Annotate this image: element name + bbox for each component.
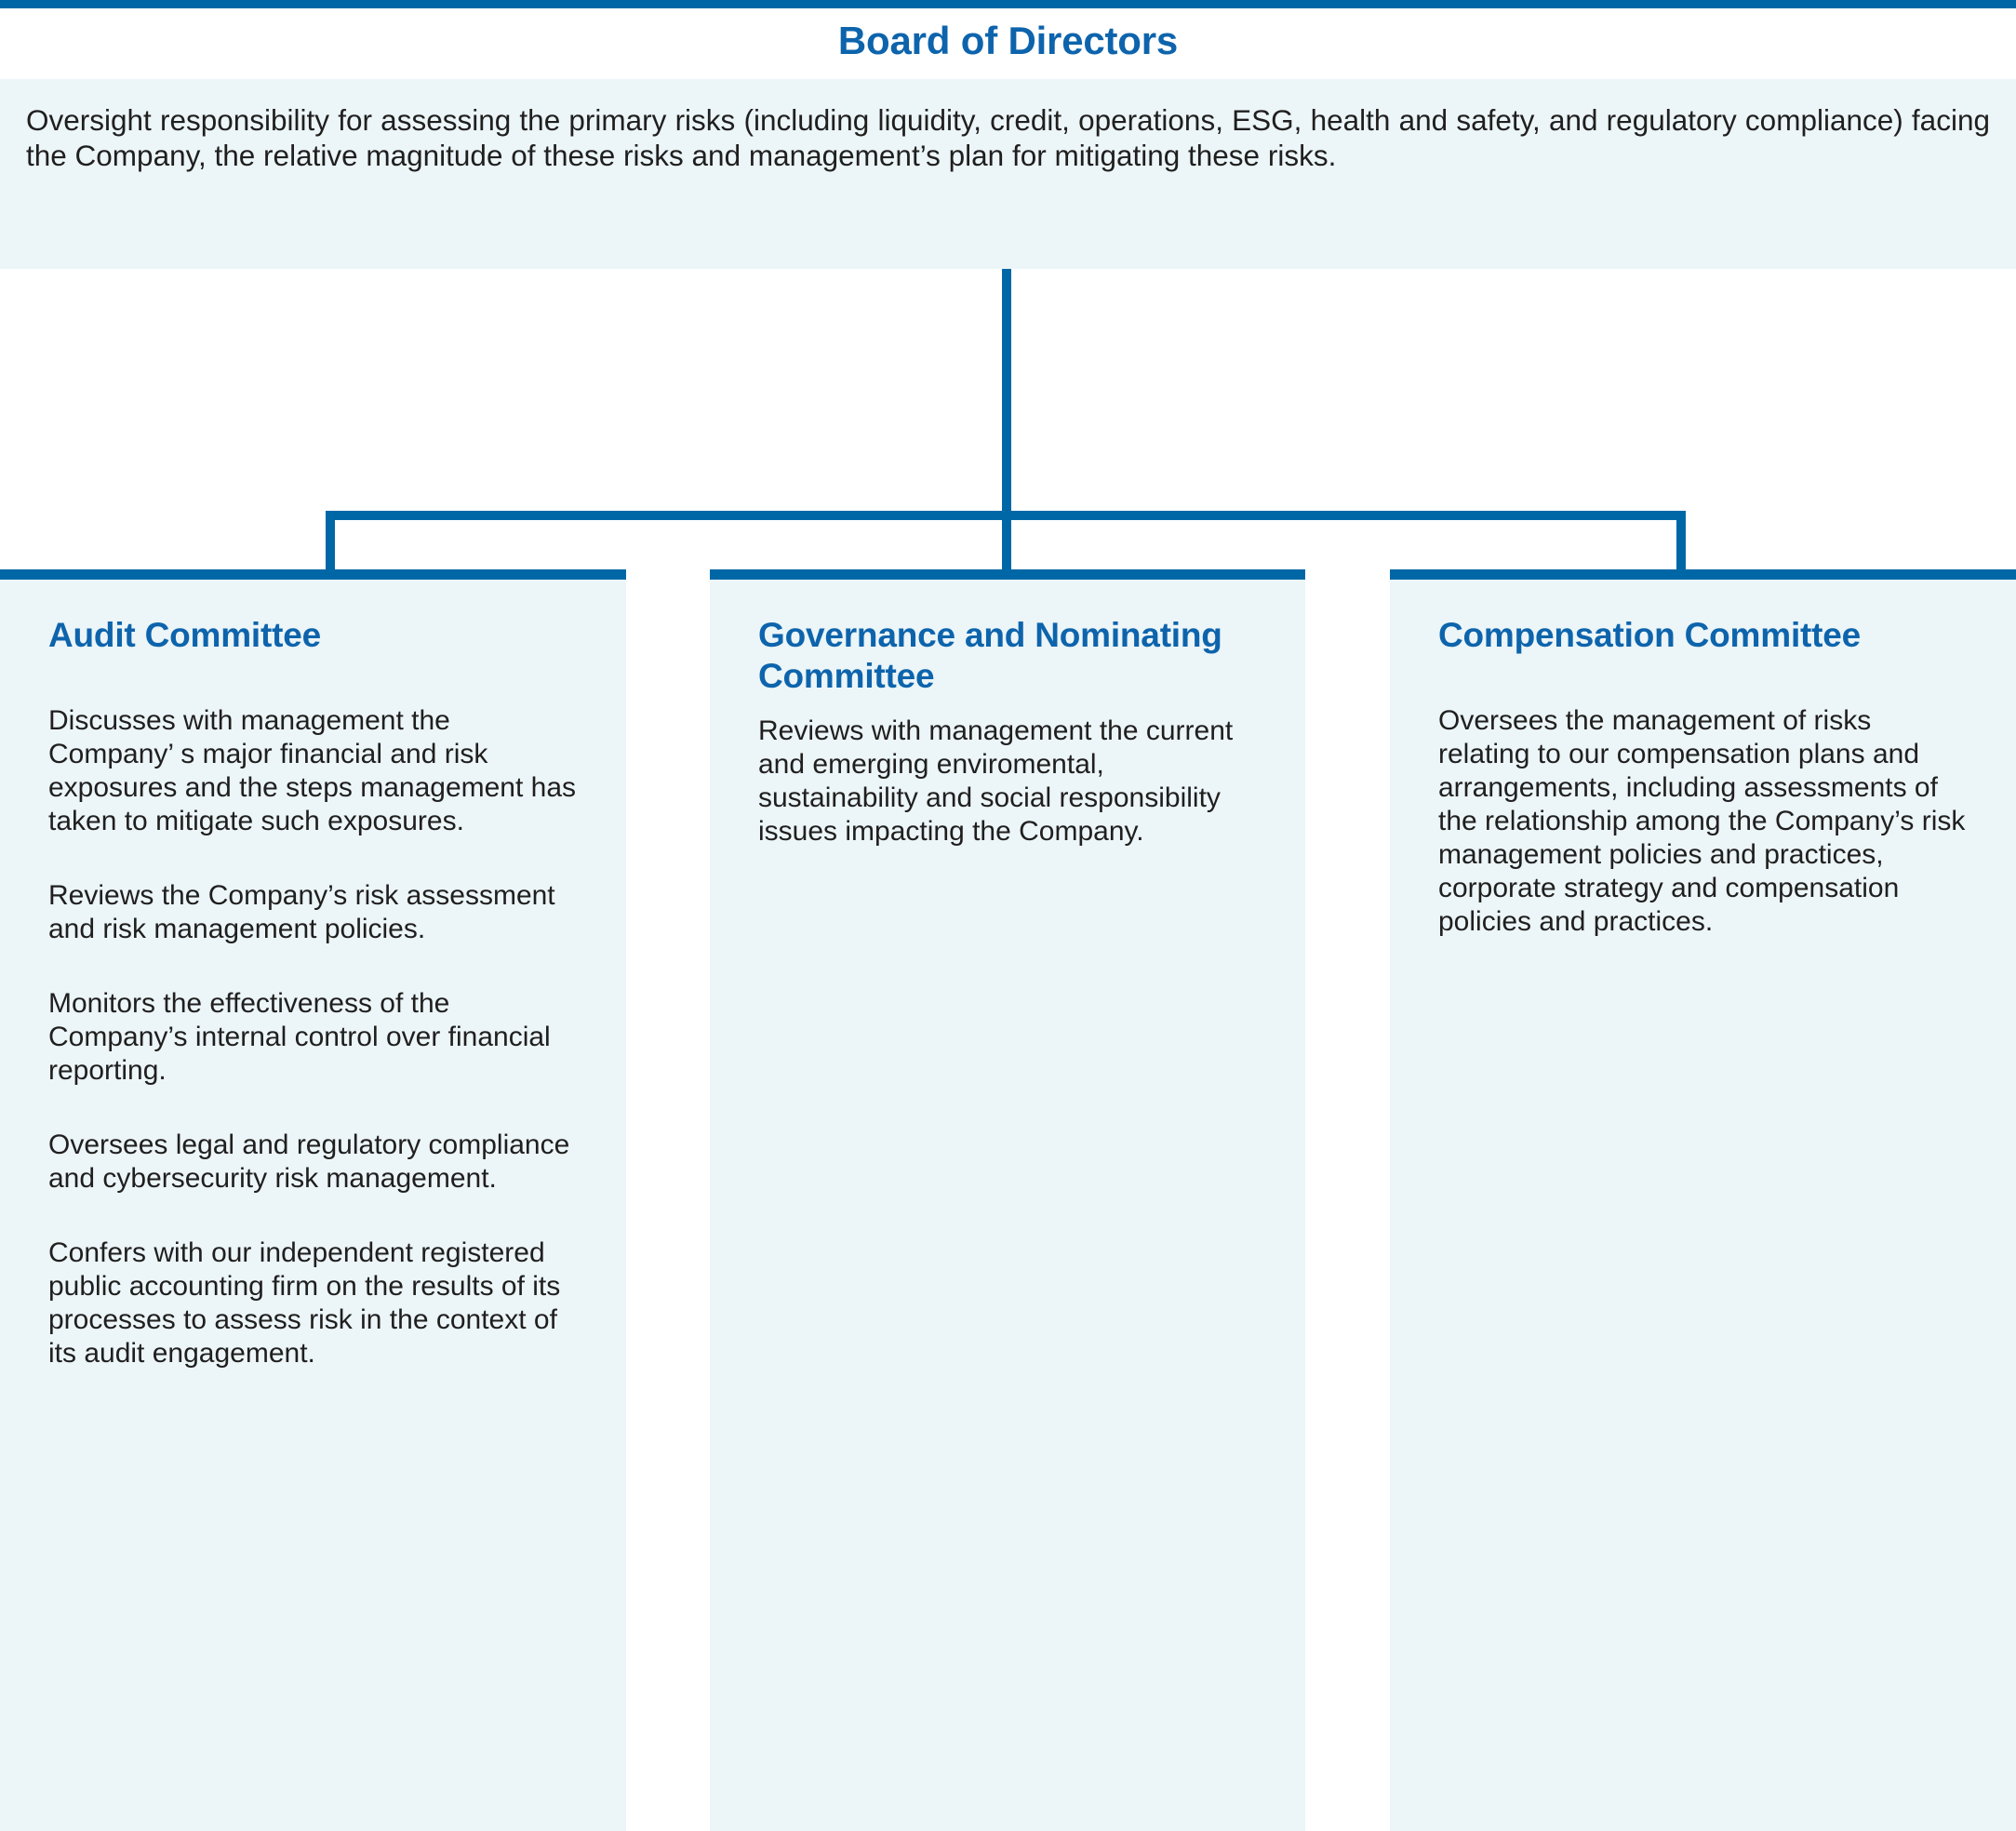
committee-title-audit: Audit Committee (48, 616, 322, 654)
committee-paragraph: Reviews the Company’s risk assessment an… (48, 879, 555, 944)
committee-body-governance: Reviews with management the current and … (758, 715, 1257, 849)
board-description-panel: Oversight responsibility for assessing t… (0, 79, 2016, 269)
committee-body-audit: Discusses with management the Company’ s… (48, 704, 578, 1370)
top-accent-bar (0, 0, 2016, 8)
committee-title-compensation: Compensation Committee (1438, 616, 1862, 654)
committee-paragraph: Discusses with management the Company’ s… (48, 704, 577, 836)
committee-card-compensation: Compensation Committee Oversees the mana… (1390, 569, 2016, 1831)
committee-paragraph: Confers with our independent registered … (48, 1236, 561, 1369)
board-description-text: Oversight responsibility for assessing t… (26, 103, 1990, 173)
committee-card-governance: Governance and Nominating Committee Revi… (710, 569, 1305, 1831)
connector-drop-audit (326, 511, 335, 576)
committee-paragraph: Monitors the effectiveness of the Compan… (48, 987, 551, 1086)
committee-paragraph: Reviews with management the current and … (758, 715, 1234, 848)
connector-drop-compensation (1676, 511, 1686, 576)
connector-drop-governance (1002, 511, 1011, 576)
committee-paragraph: Oversees the management of risks relatin… (1438, 704, 1966, 937)
committee-title-governance: Governance and Nominating Committee (758, 616, 1222, 695)
committee-body-compensation: Oversees the management of risks relatin… (1438, 704, 1968, 939)
committee-card-audit: Audit Committee Discusses with managemen… (0, 569, 626, 1831)
connector-trunk-vertical (1002, 269, 1011, 513)
committee-paragraph: Oversees legal and regulatory compliance… (48, 1129, 570, 1194)
page-title: Board of Directors (837, 19, 1179, 62)
